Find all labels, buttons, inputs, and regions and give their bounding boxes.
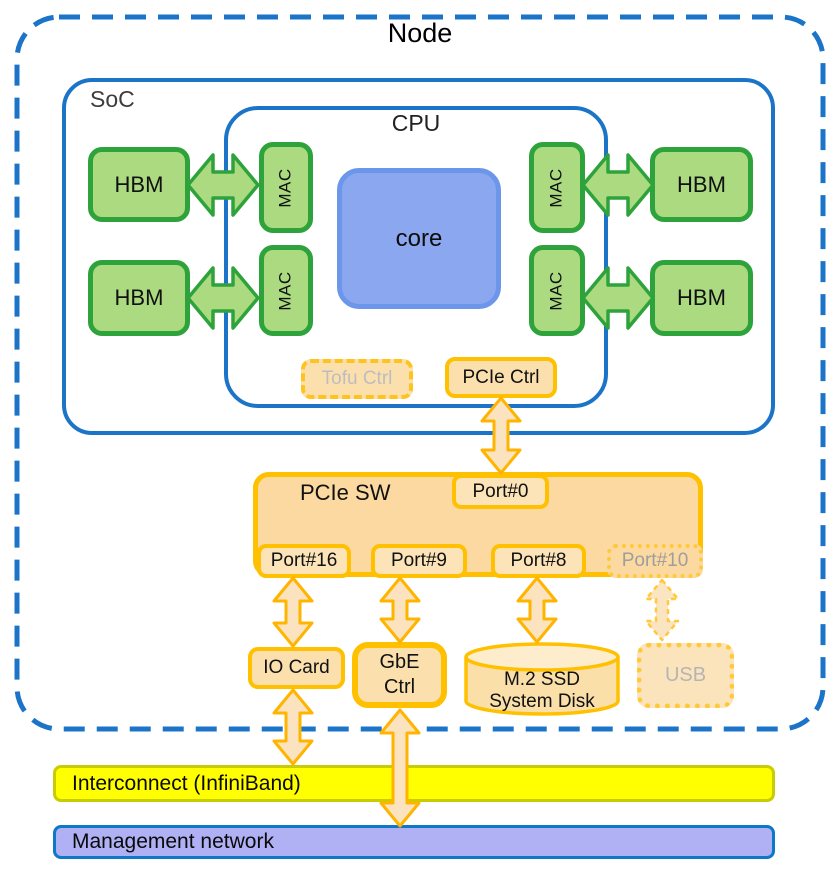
port-10: Port#10 — [607, 544, 703, 578]
port-label: Port#0 — [472, 480, 529, 502]
hbm-left-bottom: HBM — [88, 260, 190, 336]
ssd-cylinder — [464, 642, 620, 716]
mac-left-bottom: MAC — [259, 245, 313, 336]
management-network-label: Management network — [72, 830, 274, 853]
cpu-label: CPU — [391, 110, 441, 136]
mac-label: MAC — [547, 167, 566, 208]
hbm-label: HBM — [677, 171, 726, 197]
pcie-switch-label: PCIe SW — [300, 480, 391, 505]
port-16: Port#16 — [257, 544, 351, 578]
usb-box: USB — [637, 643, 734, 708]
tofu-ctrl-box: Tofu Ctrl — [301, 359, 413, 399]
node-title: Node — [387, 18, 453, 48]
hbm-label: HBM — [114, 171, 164, 197]
port-label: Port#9 — [391, 550, 447, 571]
port-label: Port#10 — [621, 550, 689, 571]
port-8: Port#8 — [491, 544, 586, 578]
mac-label: MAC — [547, 270, 566, 311]
double-arrow-icon — [272, 688, 314, 766]
io-card-label: IO Card — [263, 657, 330, 678]
hbm-label: HBM — [114, 285, 164, 310]
hbm-right-bottom: HBM — [650, 260, 753, 336]
soc-box — [62, 78, 775, 435]
mac-left-top: MAC — [259, 142, 313, 233]
hbm-left-top: HBM — [88, 147, 190, 222]
double-arrow-icon — [480, 396, 522, 475]
mac-label: MAC — [276, 167, 295, 208]
core-label: core — [395, 224, 443, 252]
mac-right-bottom: MAC — [529, 245, 585, 336]
port-9: Port#9 — [371, 544, 467, 578]
hbm-label: HBM — [677, 285, 726, 310]
port-label: Port#16 — [270, 550, 338, 571]
double-arrow-icon — [379, 708, 421, 828]
mac-label: MAC — [276, 270, 295, 311]
interconnect-label: Interconnect (InfiniBand) — [72, 771, 301, 795]
mac-right-top: MAC — [529, 142, 585, 233]
double-arrow-icon — [581, 266, 655, 330]
double-arrow-icon — [379, 576, 421, 644]
port-0: Port#0 — [452, 474, 549, 509]
double-arrow-icon — [272, 576, 314, 648]
double-arrow-icon — [516, 576, 558, 644]
double-arrow-icon — [186, 266, 260, 330]
usb-label: USB — [664, 664, 707, 686]
port-label: Port#8 — [510, 550, 567, 571]
interconnect-bar: Interconnect (InfiniBand) — [53, 765, 775, 802]
management-network-bar: Management network — [53, 825, 775, 859]
tofu-ctrl-label: Tofu Ctrl — [321, 368, 393, 389]
double-arrow-icon — [581, 153, 655, 217]
io-card-box: IO Card — [248, 647, 345, 689]
dashed-double-arrow-icon — [644, 578, 680, 642]
pcie-ctrl-box: PCIe Ctrl — [445, 357, 557, 398]
double-arrow-icon — [186, 153, 260, 217]
hbm-right-top: HBM — [650, 147, 753, 222]
soc-label: SoC — [90, 86, 135, 112]
pcie-ctrl-label: PCIe Ctrl — [462, 366, 540, 388]
core-box: core — [337, 168, 501, 309]
cpu-box — [224, 106, 608, 408]
